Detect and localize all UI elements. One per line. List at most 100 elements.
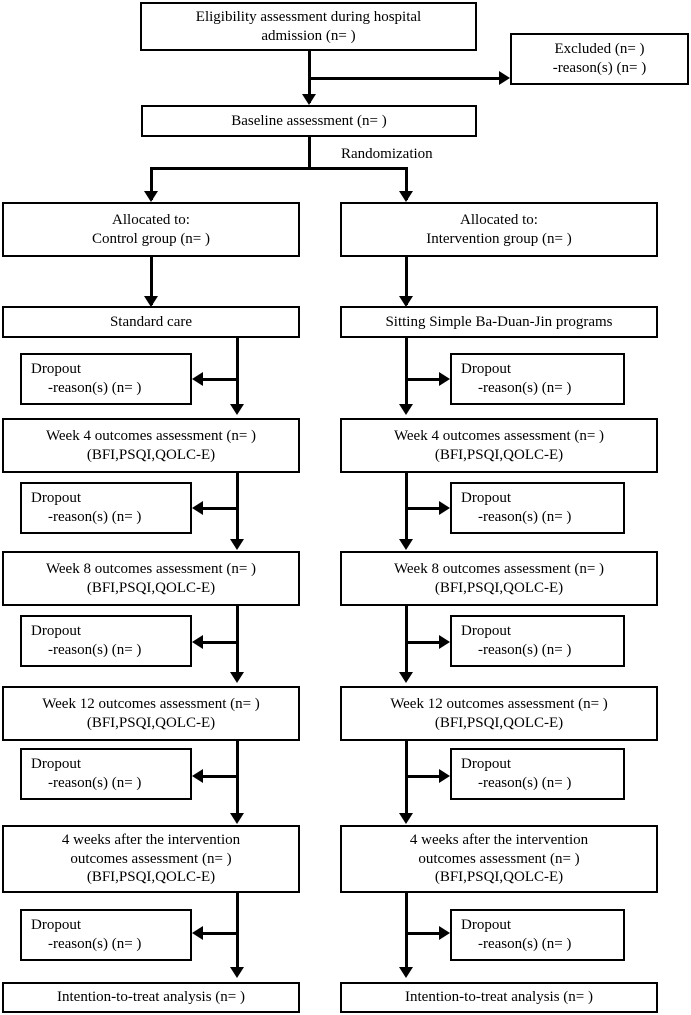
arrow-left-dropout-5 <box>192 926 203 940</box>
node-excluded-line-1: Excluded (n= ) <box>554 41 645 58</box>
connector-left-spine-4 <box>236 741 239 819</box>
arrow-right-dropout-1 <box>439 372 450 386</box>
arrow-right-spine-5 <box>399 967 413 978</box>
dropout-label: Dropout <box>461 756 511 773</box>
dropout-reason-label: -reason(s) (n= ) <box>478 509 572 525</box>
dropout-reason-label: -reason(s) (n= ) <box>48 509 142 525</box>
dropout-reason-label: -reason(s) (n= ) <box>478 936 572 952</box>
arrow-right-dropout-2 <box>439 501 450 515</box>
dropout-reason-label: -reason(s) (n= ) <box>478 775 572 791</box>
node-excluded-line-2: -reason(s) (n= ) <box>552 60 647 76</box>
arrow-right-dropout-3 <box>439 635 450 649</box>
arrow-right-spine-4 <box>399 813 413 824</box>
node-week8-right-line-1: Week 8 outcomes assessment (n= ) <box>393 560 605 577</box>
node-eligibility-line-2: admission (n= ) <box>261 27 356 44</box>
dropout-reason-label: -reason(s) (n= ) <box>478 642 572 658</box>
node-week4-right-line-2: (BFI,PSQI,QOLC-E) <box>434 446 564 463</box>
dropout-label: Dropout <box>461 917 511 934</box>
dropout-right-4: Dropout -reason(s) (n= ) <box>450 748 625 800</box>
dropout-reason-label: -reason(s) (n= ) <box>48 642 142 658</box>
dropout-left-3: Dropout -reason(s) (n= ) <box>20 615 192 667</box>
connector-left-spine-1 <box>236 338 239 410</box>
dropout-right-5: Dropout -reason(s) (n= ) <box>450 909 625 961</box>
node-week12-left: Week 12 outcomes assessment (n= ) (BFI,P… <box>2 686 300 741</box>
node-week12-right-line-2: (BFI,PSQI,QOLC-E) <box>434 714 564 731</box>
node-week4-left-line-2: (BFI,PSQI,QOLC-E) <box>86 446 216 463</box>
node-allocated-control: Allocated to: Control group (n= ) <box>2 202 300 257</box>
dropout-label: Dropout <box>31 490 81 507</box>
connector-baseline-to-randomization <box>308 137 311 170</box>
dropout-reason-label: -reason(s) (n= ) <box>48 936 142 952</box>
connector-control-to-standard-care <box>150 257 153 305</box>
node-itt-left: Intention-to-treat analysis (n= ) <box>2 982 300 1013</box>
node-baduanjin-line-1: Sitting Simple Ba-Duan-Jin programs <box>385 313 613 330</box>
node-week12-left-line-2: (BFI,PSQI,QOLC-E) <box>86 714 216 731</box>
node-week4-left-line-1: Week 4 outcomes assessment (n= ) <box>45 427 257 444</box>
dropout-label: Dropout <box>31 361 81 378</box>
dropout-label: Dropout <box>461 490 511 507</box>
dropout-label: Dropout <box>31 756 81 773</box>
arrow-left-spine-1 <box>230 404 244 415</box>
node-allocated-control-line-2: Control group (n= ) <box>91 230 211 247</box>
arrow-randomization-to-intervention <box>399 191 413 202</box>
connector-intervention-to-baduanjin <box>405 257 408 305</box>
arrow-left-dropout-4 <box>192 769 203 783</box>
label-randomization: Randomization <box>338 146 436 163</box>
dropout-reason-label: -reason(s) (n= ) <box>478 380 572 396</box>
arrow-left-spine-4 <box>230 813 244 824</box>
dropout-right-3: Dropout -reason(s) (n= ) <box>450 615 625 667</box>
connector-randomization-split <box>150 167 408 170</box>
arrow-eligibility-to-excluded <box>499 71 510 85</box>
node-itt-left-line-1: Intention-to-treat analysis (n= ) <box>57 989 245 1006</box>
connector-right-dropout-5 <box>408 932 441 935</box>
node-eligibility-assessment: Eligibility assessment during hospital a… <box>140 2 477 51</box>
dropout-left-1: Dropout -reason(s) (n= ) <box>20 353 192 405</box>
node-week8-left-line-1: Week 8 outcomes assessment (n= ) <box>45 560 257 577</box>
node-baseline-assessment: Baseline assessment (n= ) <box>141 105 477 137</box>
node-week8-right-line-2: (BFI,PSQI,QOLC-E) <box>434 579 564 596</box>
arrow-left-dropout-3 <box>192 635 203 649</box>
node-week8-right: Week 8 outcomes assessment (n= ) (BFI,PS… <box>340 551 658 606</box>
node-followup-right-line-1: 4 weeks after the intervention <box>409 831 589 848</box>
node-baseline-line-1: Baseline assessment (n= ) <box>231 112 387 129</box>
arrow-intervention-to-baduanjin <box>399 296 413 307</box>
arrow-eligibility-to-baseline <box>302 94 316 105</box>
node-followup-left-line-2: outcomes assessment (n= ) <box>70 850 232 867</box>
arrow-right-spine-2 <box>399 539 413 550</box>
node-itt-right-line-1: Intention-to-treat analysis (n= ) <box>405 989 593 1006</box>
connector-right-spine-3 <box>405 606 408 678</box>
connector-right-spine-1 <box>405 338 408 410</box>
node-week12-left-line-1: Week 12 outcomes assessment (n= ) <box>42 695 260 712</box>
connector-right-dropout-4 <box>408 775 441 778</box>
connector-right-dropout-1 <box>408 378 441 381</box>
dropout-reason-label: -reason(s) (n= ) <box>48 775 142 791</box>
dropout-left-2: Dropout -reason(s) (n= ) <box>20 482 192 534</box>
arrow-right-spine-1 <box>399 404 413 415</box>
node-followup-left-line-3: (BFI,PSQI,QOLC-E) <box>86 869 216 886</box>
dropout-label: Dropout <box>31 917 81 934</box>
node-followup-left: 4 weeks after the intervention outcomes … <box>2 825 300 893</box>
node-week4-right: Week 4 outcomes assessment (n= ) (BFI,PS… <box>340 418 658 473</box>
arrow-left-spine-2 <box>230 539 244 550</box>
connector-left-dropout-5 <box>203 932 239 935</box>
node-eligibility-line-1: Eligibility assessment during hospital <box>195 8 422 25</box>
node-week12-right: Week 12 outcomes assessment (n= ) (BFI,P… <box>340 686 658 741</box>
dropout-label: Dropout <box>31 623 81 640</box>
connector-left-dropout-4 <box>203 775 239 778</box>
node-excluded: Excluded (n= ) -reason(s) (n= ) <box>510 33 689 85</box>
node-allocated-intervention-line-2: Intervention group (n= ) <box>426 230 572 247</box>
node-week12-right-line-1: Week 12 outcomes assessment (n= ) <box>390 695 608 712</box>
node-followup-right-line-2: outcomes assessment (n= ) <box>418 850 580 867</box>
connector-right-spine-2 <box>405 473 408 545</box>
arrow-left-spine-3 <box>230 672 244 683</box>
arrow-left-dropout-2 <box>192 501 203 515</box>
connector-left-dropout-3 <box>203 641 239 644</box>
connector-left-dropout-2 <box>203 507 239 510</box>
connector-left-dropout-1 <box>203 378 239 381</box>
node-followup-right: 4 weeks after the intervention outcomes … <box>340 825 658 893</box>
dropout-reason-label: -reason(s) (n= ) <box>48 380 142 396</box>
connector-eligibility-to-excluded <box>308 77 502 80</box>
arrow-right-spine-3 <box>399 672 413 683</box>
node-baduanjin-program: Sitting Simple Ba-Duan-Jin programs <box>340 306 658 338</box>
node-allocated-intervention: Allocated to: Intervention group (n= ) <box>340 202 658 257</box>
